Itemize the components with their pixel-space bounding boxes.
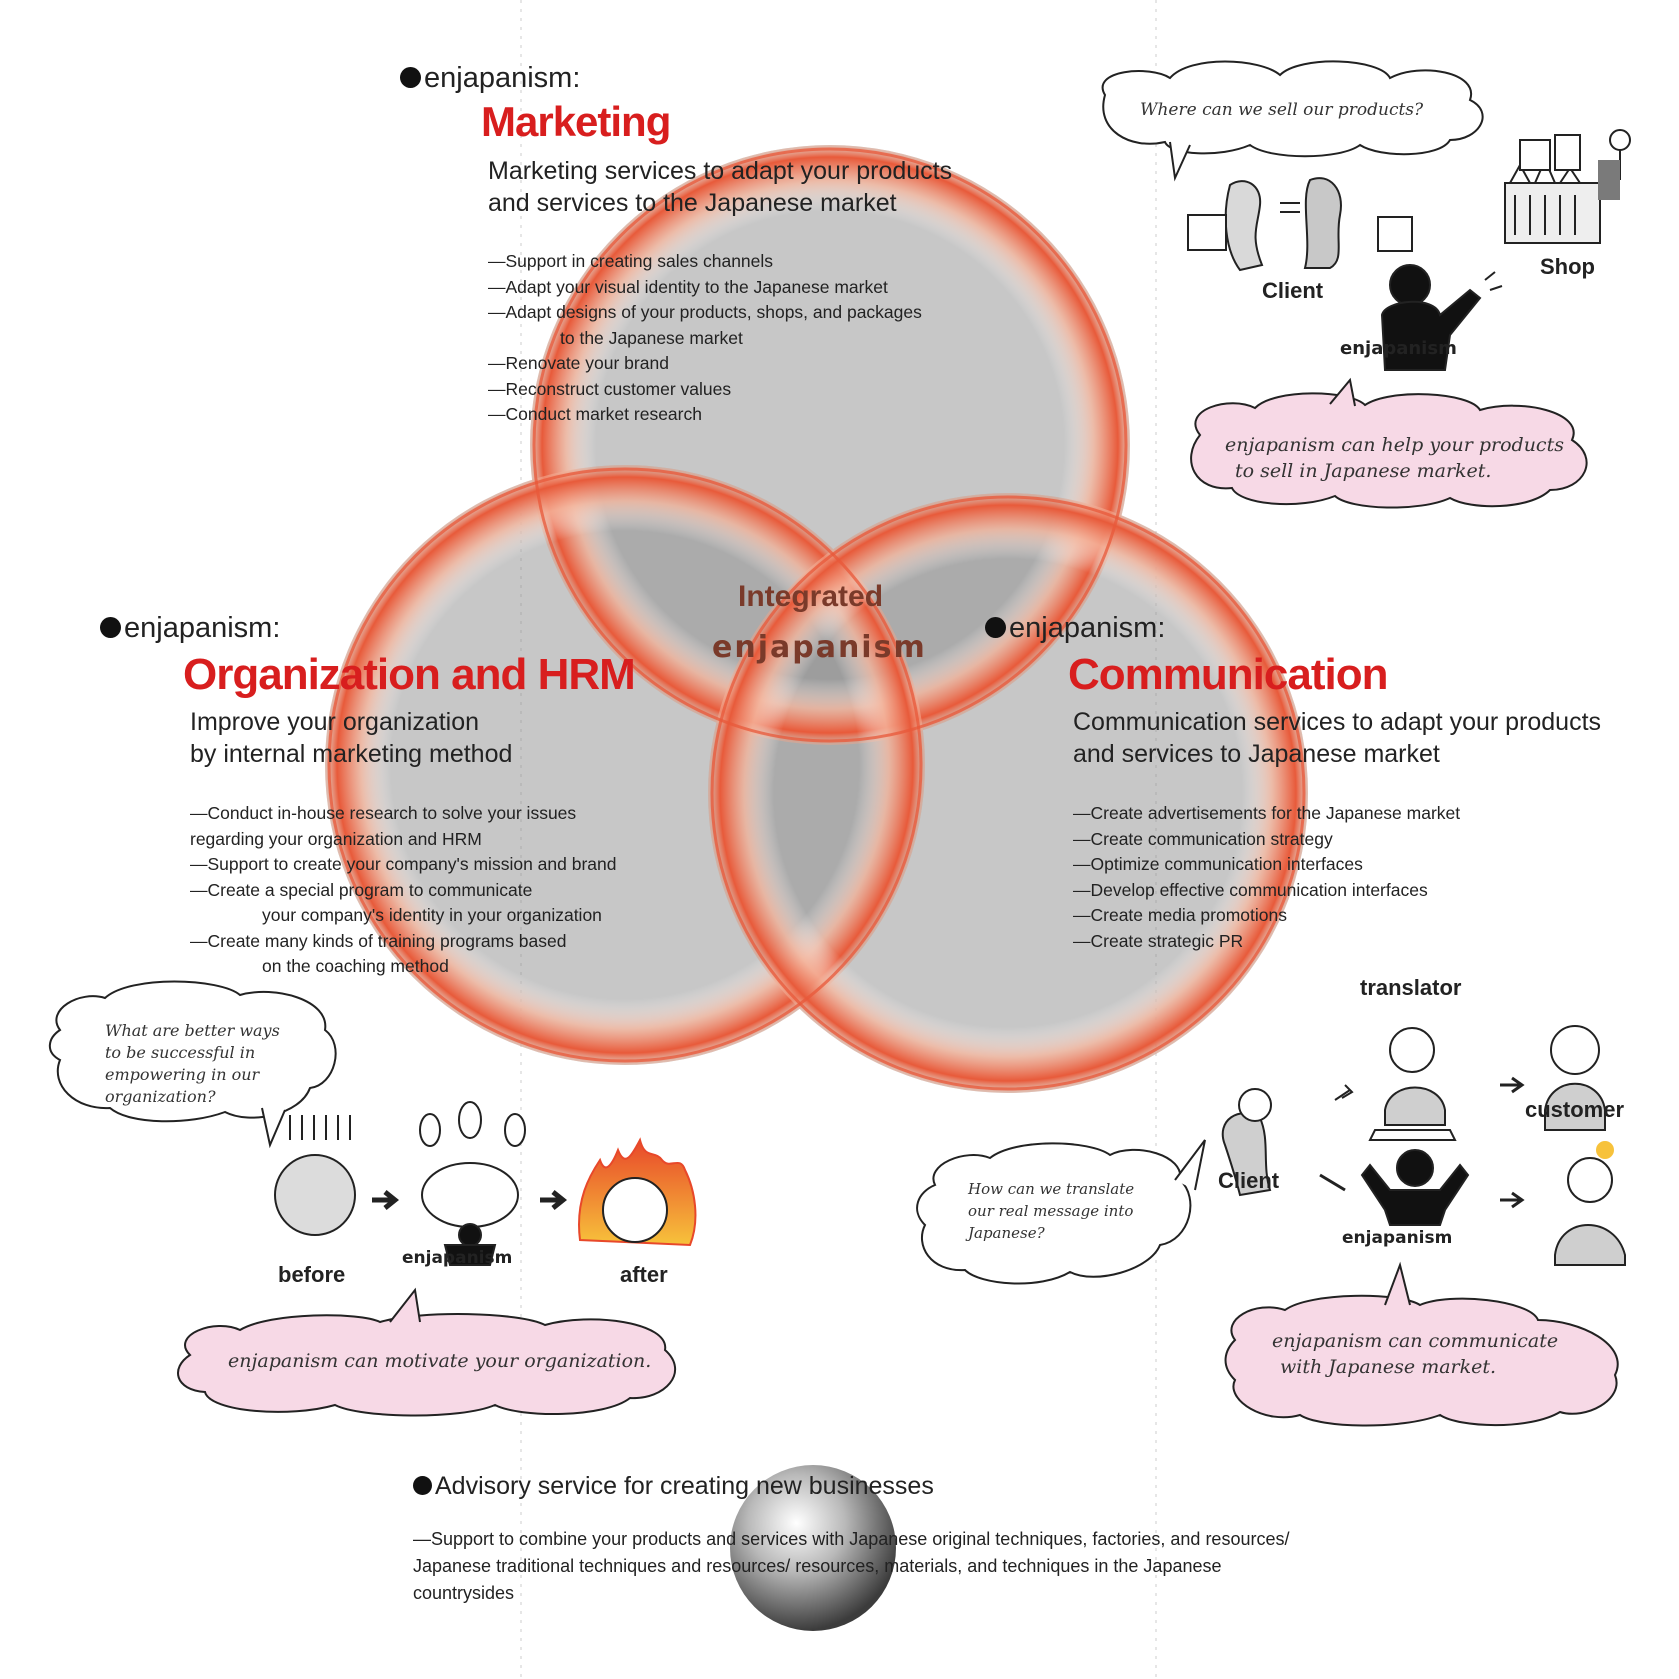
bullet-dot-icon: [985, 617, 1006, 638]
organization-items: —Conduct in-house research to solve your…: [190, 801, 616, 980]
list-item: —Conduct in-house research to solve your…: [190, 803, 577, 849]
communication-subtitle: Communication services to adapt your pro…: [1073, 708, 1602, 768]
list-item: —Support in creating sales channels: [488, 251, 774, 271]
advisory-title: Advisory service for creating new busine…: [413, 1472, 934, 1501]
center-title: Integrated: [738, 580, 884, 613]
organization-prefix: enjapanism:: [100, 612, 280, 645]
marketing-subtitle: Marketing services to adapt your product…: [488, 157, 953, 217]
enjapanism-logo: enjapanism: [402, 1248, 513, 1268]
client-label: Client: [1262, 278, 1324, 303]
org-illustration: [48, 980, 697, 1417]
marketing-prefix: enjapanism:: [400, 62, 580, 95]
marketing-items: —Support in creating sales channels —Ada…: [488, 249, 922, 428]
list-item: —Create many kinds of training programs …: [190, 930, 567, 977]
list-item: —Optimize communication interfaces: [1073, 854, 1363, 874]
bullet-dot-icon: [100, 617, 121, 638]
bullet-dot-icon: [413, 1476, 432, 1495]
list-item: —Renovate your brand: [488, 353, 669, 373]
advisory-text: —Support to combine your products and se…: [413, 1529, 1290, 1603]
client-label: Client: [1218, 1168, 1280, 1193]
list-item: —Create strategic PR: [1073, 930, 1244, 951]
list-item: —Create a special program to communicate…: [190, 879, 602, 926]
organization-subtitle: Improve your organization by internal ma…: [190, 708, 513, 768]
org-question-text: What are better ways to be successful in…: [105, 1021, 280, 1106]
venn-rings: [325, 145, 1308, 1093]
list-item: —Create communication strategy: [1073, 828, 1333, 849]
comm-answer-text: enjapanism can communicate with Japanese…: [1272, 1330, 1559, 1378]
comm-illustration: [916, 1025, 1626, 1427]
list-item: —Conduct market research: [488, 404, 702, 424]
list-item: —Adapt designs of your products, shops, …: [488, 302, 922, 348]
advisory-sphere: [730, 1465, 896, 1631]
communication-heading: Communication: [1068, 650, 1388, 699]
org-answer-text: enjapanism can motivate your organizatio…: [228, 1350, 652, 1372]
bullet-dot-icon: [400, 67, 421, 88]
marketing-illustration: [1101, 60, 1631, 509]
marketing-answer-text: enjapanism can help your products to sel…: [1225, 434, 1564, 482]
after-label: after: [620, 1262, 668, 1287]
enjapanism-logo: enjapanism: [1340, 338, 1457, 359]
list-item: —Develop effective communication interfa…: [1073, 879, 1428, 900]
customer-label: customer: [1525, 1097, 1625, 1122]
organization-heading: Organization and HRM: [183, 650, 636, 699]
comm-question-text: How can we translate our real message in…: [968, 1180, 1135, 1242]
list-item: —Create media promotions: [1073, 905, 1287, 925]
list-item: —Create advertisements for the Japanese …: [1073, 803, 1461, 823]
communication-items: —Create advertisements for the Japanese …: [1073, 801, 1460, 954]
center-logo: enjapanism: [712, 630, 927, 665]
marketing-question-text: Where can we sell our products?: [1140, 100, 1424, 120]
communication-prefix: enjapanism:: [985, 612, 1165, 645]
list-item: —Adapt your visual identity to the Japan…: [488, 276, 888, 297]
shop-label: Shop: [1540, 254, 1595, 279]
before-label: before: [278, 1262, 346, 1287]
enjapanism-logo: enjapanism: [1342, 1228, 1453, 1248]
marketing-heading: Marketing: [481, 98, 671, 145]
list-item: —Reconstruct customer values: [488, 378, 732, 399]
translator-label: translator: [1360, 975, 1462, 1000]
list-item: —Support to create your company's missio…: [190, 854, 617, 874]
